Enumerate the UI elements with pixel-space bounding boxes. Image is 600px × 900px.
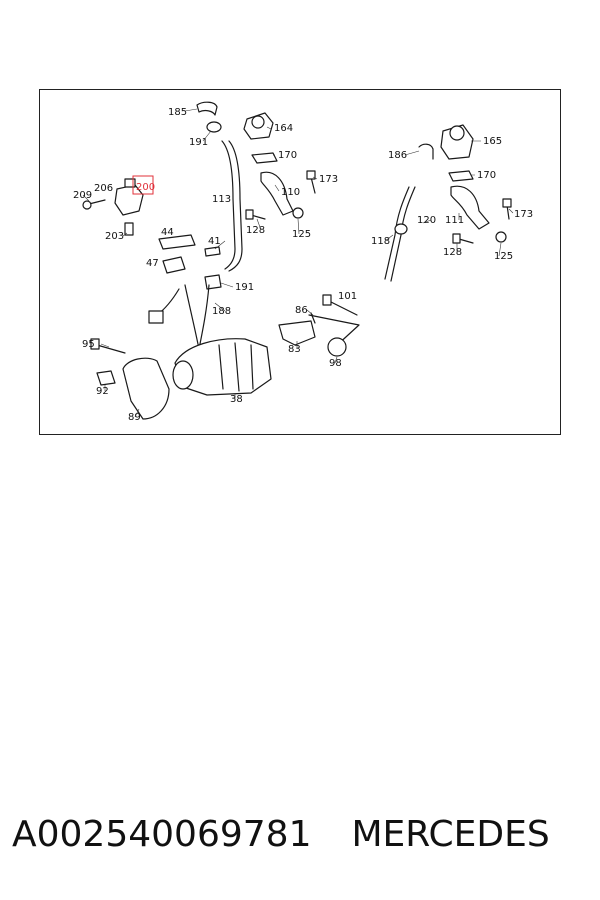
label-170-right: 170 — [477, 170, 496, 181]
label-120: 120 — [417, 215, 436, 226]
part-101-bolt-head — [322, 294, 332, 306]
part-185-hose — [196, 101, 218, 116]
part-164-valve-cap — [251, 115, 265, 129]
part-191-clamp — [206, 121, 222, 133]
label-47: 47 — [146, 258, 159, 269]
part-203-connector — [124, 222, 134, 236]
part-98-bushing — [327, 337, 347, 357]
part-118-pipe-outline — [390, 186, 416, 282]
part-38-air-pump — [174, 338, 272, 396]
label-92: 92 — [96, 386, 109, 397]
label-209: 209 — [73, 190, 92, 201]
part-209-screw — [88, 199, 106, 205]
label-83: 83 — [288, 344, 301, 355]
label-44: 44 — [161, 227, 174, 238]
label-110: 110 — [281, 187, 300, 198]
part-120-clamp — [394, 223, 408, 235]
label-118: 118 — [371, 236, 390, 247]
part-41-nipple — [204, 246, 221, 257]
part-38-air-pump-inlet — [172, 360, 194, 390]
brand-name: MERCEDES — [351, 813, 550, 855]
part-86-bolt — [310, 312, 316, 324]
part-128-bolt-right — [458, 238, 474, 244]
part-83-bracket — [278, 320, 316, 346]
label-101: 101 — [338, 291, 357, 302]
label-41: 41 — [208, 236, 221, 247]
label-191-top: 191 — [189, 137, 208, 148]
part-113-pipe-outline — [228, 140, 243, 272]
part-173-bolt-left-head — [306, 170, 316, 180]
part-44-clip — [158, 234, 196, 250]
part-110-elbow — [260, 171, 294, 216]
part-128-bolt-left-head — [245, 209, 254, 220]
part-89-gasket — [122, 357, 170, 420]
part-125-washer-right — [495, 231, 507, 243]
part-170-gasket-right — [448, 170, 474, 182]
label-95: 95 — [82, 339, 95, 350]
part-188-harness — [184, 284, 200, 350]
product-caption: A002540069781 MERCEDES — [12, 808, 592, 860]
label-203: 203 — [105, 231, 124, 242]
label-125-right: 125 — [494, 251, 513, 262]
part-95-bolt-head — [90, 338, 100, 350]
part-101-bolt — [328, 300, 358, 316]
label-111: 111 — [445, 215, 464, 226]
label-170-left: 170 — [278, 150, 297, 161]
part-165-valve-cap — [449, 125, 465, 141]
part-number: A002540069781 — [12, 813, 312, 855]
part-188-harness-wire — [198, 284, 210, 350]
label-98: 98 — [329, 358, 342, 369]
part-188-plug — [148, 310, 164, 324]
highlight-box-200 — [132, 175, 154, 195]
label-173-left: 173 — [319, 174, 338, 185]
part-170-gasket-left — [251, 152, 278, 164]
label-191-lower: 191 — [235, 282, 254, 293]
label-186: 186 — [388, 150, 407, 161]
part-173-bolt-right-head — [502, 198, 512, 208]
label-165: 165 — [483, 136, 502, 147]
part-118-pipe — [384, 186, 410, 280]
label-86: 86 — [295, 305, 308, 316]
part-95-bolt — [96, 344, 126, 354]
label-125-left: 125 — [292, 229, 311, 240]
part-186-hose — [418, 143, 434, 160]
part-38-air-pump-fins — [218, 342, 254, 392]
label-38: 38 — [230, 394, 243, 405]
label-173-right: 173 — [514, 209, 533, 220]
part-173-bolt-left — [310, 176, 316, 194]
label-164: 164 — [274, 123, 293, 134]
label-128-right: 128 — [443, 247, 462, 258]
leader-lines — [82, 108, 514, 418]
part-191-connector — [204, 274, 222, 290]
label-185: 185 — [168, 107, 187, 118]
label-188: 188 — [212, 306, 231, 317]
exploded-parts-diagram: 185 164 191 170 165 186 173 110 170 209 … — [39, 89, 561, 435]
part-111-elbow — [450, 185, 490, 230]
part-113-pipe — [221, 140, 236, 270]
label-206: 206 — [94, 183, 113, 194]
part-92-clip — [96, 370, 116, 386]
part-128-bolt-right-head — [452, 233, 461, 244]
label-89: 89 — [128, 412, 141, 423]
part-165-valve — [440, 124, 474, 160]
part-209-screw-head — [82, 200, 92, 210]
label-113: 113 — [212, 194, 231, 205]
part-125-washer-left-ring — [292, 207, 304, 219]
label-200-highlighted: 200 — [136, 182, 155, 193]
label-128-left: 128 — [246, 225, 265, 236]
part-47-holder — [162, 256, 186, 274]
part-206-bracket — [124, 178, 136, 188]
